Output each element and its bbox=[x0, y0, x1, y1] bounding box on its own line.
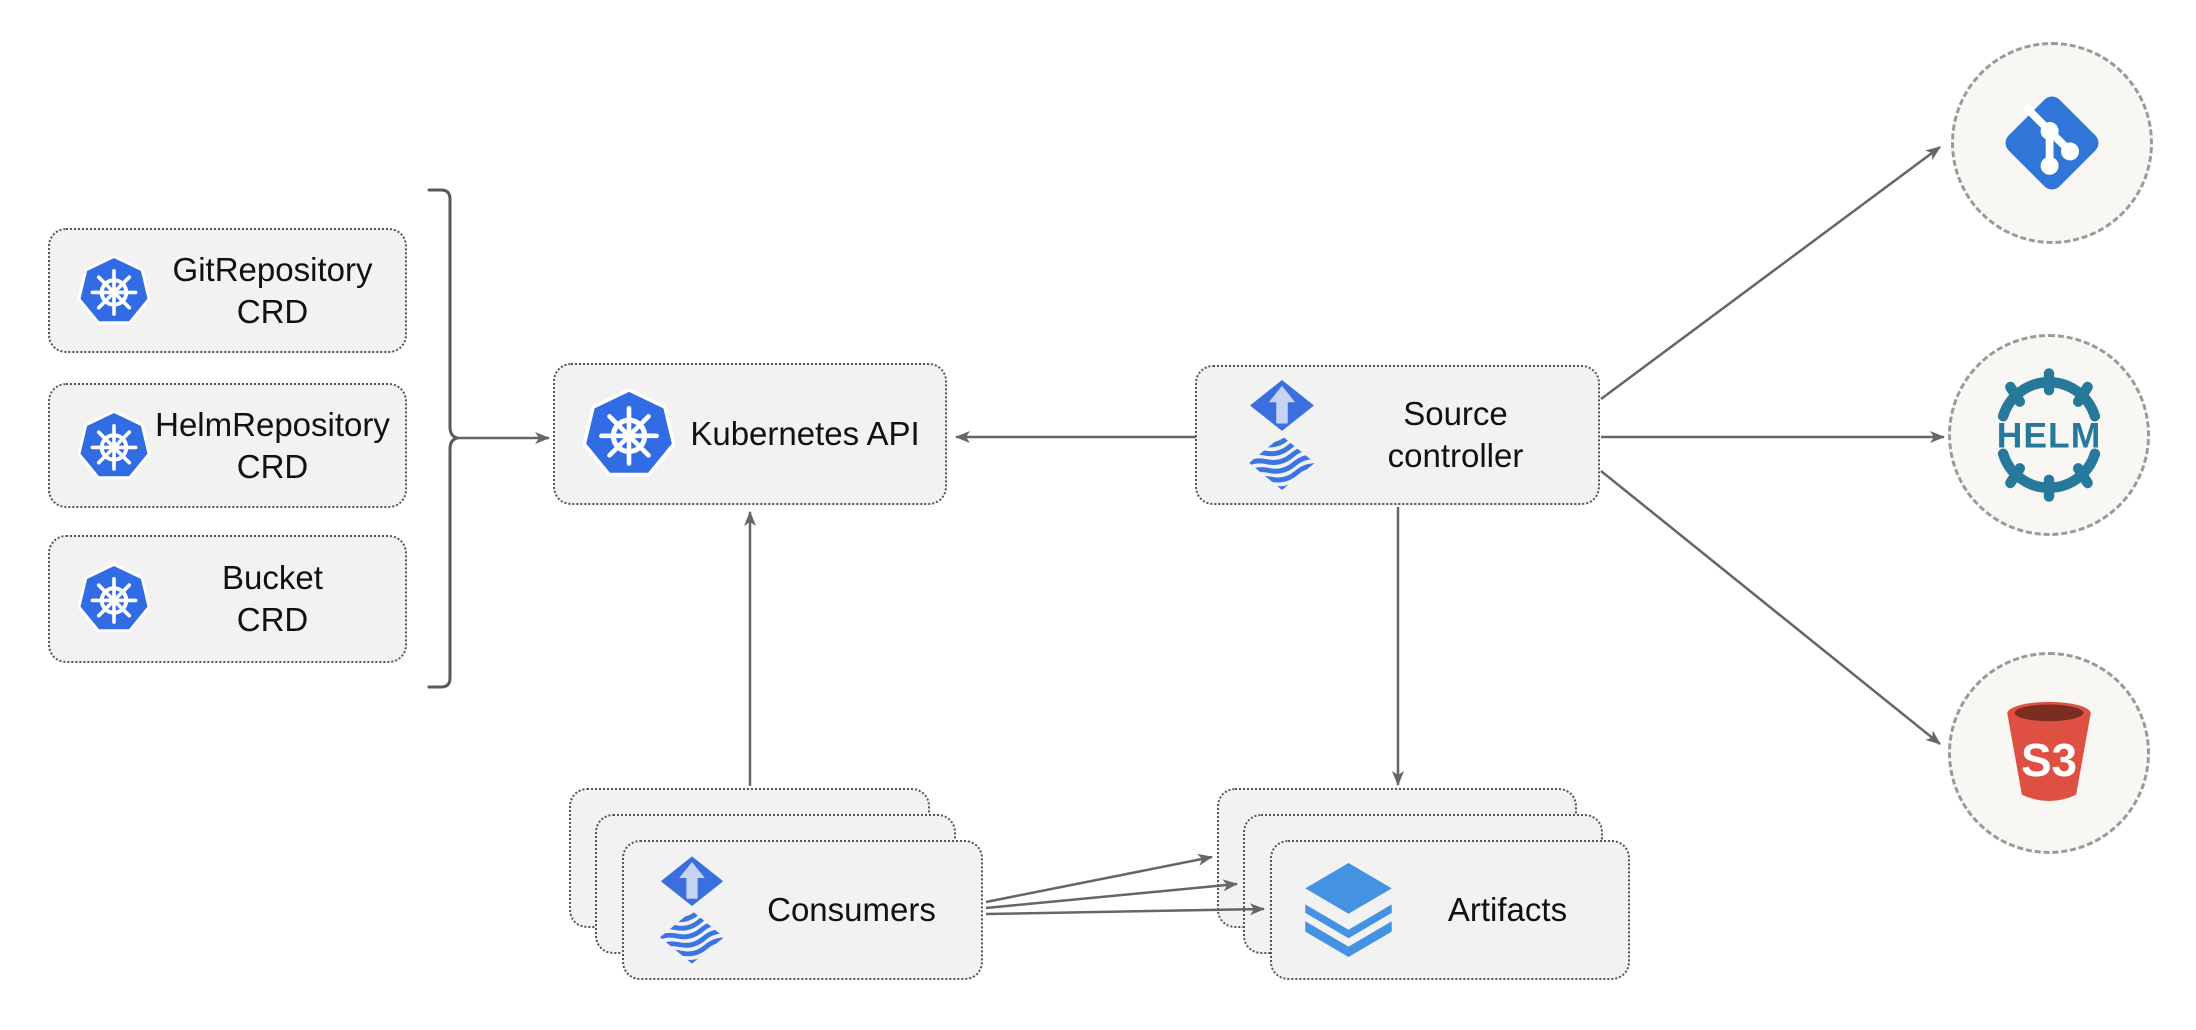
node-kubernetes-api: Kubernetes API bbox=[553, 363, 947, 505]
layers-icon bbox=[1305, 863, 1392, 957]
kubernetes-icon bbox=[78, 409, 150, 479]
helm-icon: HELM bbox=[1997, 368, 2102, 502]
node-artifacts: Artifacts bbox=[1270, 840, 1630, 980]
node-label: Bucket CRD bbox=[222, 559, 323, 638]
node-gitrepository-crd: GitRepository CRD bbox=[48, 228, 407, 353]
external-source-helm: HELM bbox=[1948, 334, 2150, 536]
helm-label: HELM bbox=[1997, 416, 2102, 456]
node-label: GitRepository CRD bbox=[172, 250, 373, 330]
node-bucket-crd: Bucket CRD bbox=[48, 535, 407, 663]
node-label: HelmRepository CRD bbox=[155, 405, 390, 485]
flux-icon bbox=[1249, 380, 1315, 490]
external-source-git bbox=[1951, 42, 2153, 244]
arrow-consumers-to-artifacts-2 bbox=[985, 879, 1238, 910]
node-source-controller: Source controller bbox=[1195, 365, 1600, 505]
git-icon bbox=[2005, 96, 2099, 190]
arrow-source-to-s3 bbox=[1600, 470, 1941, 745]
s3-label: S3 bbox=[2021, 734, 2077, 786]
external-source-s3: S3 bbox=[1948, 652, 2150, 854]
node-label: Kubernetes API bbox=[690, 415, 920, 452]
node-label: Artifacts bbox=[1447, 891, 1568, 928]
node-helmrepository-crd: HelmRepository CRD bbox=[48, 383, 407, 508]
kubernetes-icon bbox=[78, 254, 150, 324]
arrow-source-to-git bbox=[1600, 145, 1941, 401]
kubernetes-icon bbox=[583, 388, 675, 477]
node-label: Consumers bbox=[767, 891, 936, 928]
node-label: Source controller bbox=[1387, 395, 1524, 474]
flux-icon bbox=[660, 856, 724, 964]
s3-icon: S3 bbox=[2007, 701, 2091, 801]
crd-group-brace bbox=[427, 188, 463, 689]
node-consumers: Consumers bbox=[622, 840, 983, 980]
kubernetes-icon bbox=[78, 563, 150, 633]
arrow-consumers-to-artifacts-1 bbox=[985, 853, 1213, 904]
